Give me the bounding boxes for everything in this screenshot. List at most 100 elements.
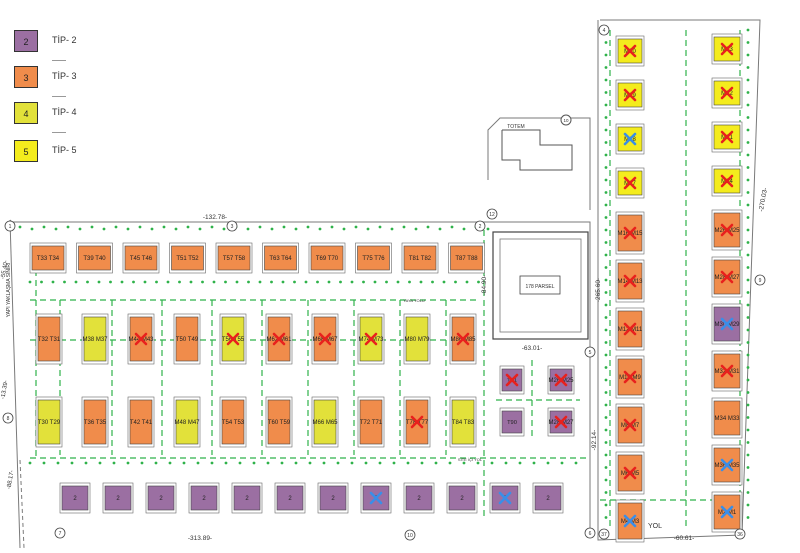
tree-dot bbox=[604, 166, 608, 169]
tree-dot bbox=[201, 280, 204, 284]
tree-dot bbox=[746, 378, 750, 382]
tree-dot bbox=[186, 225, 190, 229]
tree-dot bbox=[378, 461, 382, 465]
tree-dot bbox=[746, 391, 750, 394]
unit-mid-lower: T72 T71 bbox=[357, 396, 385, 448]
tree-dot bbox=[327, 280, 331, 284]
tree-dot bbox=[604, 378, 608, 382]
unit-bottom-row: 2 bbox=[317, 482, 349, 514]
unit-mid-lower: T78 T77 bbox=[403, 396, 431, 448]
unit-label: M66 M65 bbox=[312, 420, 338, 426]
corner-point-marker bbox=[734, 528, 746, 540]
unit-fill bbox=[171, 245, 204, 271]
dimension-left-top: -55.40- bbox=[0, 260, 9, 280]
red-cross-mark bbox=[410, 415, 424, 429]
unit-right-col-a: M17 bbox=[615, 167, 645, 199]
unit-label: T33 T34 bbox=[37, 256, 60, 262]
tree-dot bbox=[126, 461, 130, 465]
red-cross-mark bbox=[720, 86, 734, 100]
totem-label: TOTEM bbox=[507, 124, 524, 130]
corner-point-marker bbox=[754, 274, 766, 286]
unit-bottom-row: 2 bbox=[188, 482, 220, 514]
unit-label: T87 T88 bbox=[455, 256, 478, 262]
unit-label: T63 T64 bbox=[269, 256, 292, 262]
unit-fill bbox=[78, 245, 111, 271]
tree-dot bbox=[97, 280, 101, 284]
tree-dot bbox=[746, 228, 750, 232]
unit-mid-upper: M68 M67 bbox=[311, 313, 339, 365]
tree-dot bbox=[293, 280, 296, 284]
tree-dot bbox=[247, 280, 250, 284]
blue-cross-mark bbox=[623, 514, 637, 528]
tree-dot bbox=[63, 280, 66, 284]
tree-dot bbox=[84, 461, 88, 465]
unit-bottom-row: 2 bbox=[532, 482, 564, 514]
dimension-top: -132.78- bbox=[203, 214, 227, 221]
tree-dot bbox=[385, 280, 388, 284]
tree-dot bbox=[182, 461, 186, 465]
tree-dot bbox=[224, 280, 227, 284]
unit-right-col-a: M14 M13 bbox=[615, 259, 645, 303]
red-cross-mark bbox=[720, 270, 734, 284]
legend-swatch-type3: 3 bbox=[14, 66, 38, 88]
tree-dot bbox=[281, 280, 285, 284]
unit-right-col-b: M30 M29 bbox=[711, 303, 743, 345]
parcel-label: 178 PARSEL bbox=[525, 284, 554, 290]
corner-point-marker bbox=[486, 208, 498, 220]
corner-point-marker bbox=[4, 220, 16, 232]
legend-divider bbox=[52, 60, 66, 61]
tree-dot bbox=[746, 453, 750, 457]
blue-cross-mark bbox=[720, 458, 734, 472]
tree-dot bbox=[396, 280, 400, 284]
unit-fill bbox=[713, 494, 741, 530]
tree-dot bbox=[408, 280, 411, 284]
tree-dot bbox=[66, 225, 70, 229]
tree-dot bbox=[746, 91, 750, 94]
unit-fill bbox=[451, 399, 475, 445]
tree-dot bbox=[462, 461, 466, 465]
unit-label: T54 T53 bbox=[222, 420, 245, 426]
legend-item-type3: 3 TİP- 3 bbox=[6, 66, 106, 97]
road-label-inner: SİTE İÇİ YOL bbox=[458, 457, 483, 462]
unit-fill bbox=[175, 399, 199, 445]
unit-mid-upper: T32 T31 bbox=[35, 313, 63, 365]
tree-dot bbox=[746, 416, 750, 419]
tree-dot bbox=[42, 225, 46, 229]
red-cross-mark bbox=[505, 373, 519, 387]
unit-fill bbox=[276, 485, 304, 511]
unit-label: 2 bbox=[288, 496, 292, 502]
unit-label: T60 T59 bbox=[268, 420, 291, 426]
unit-fill bbox=[713, 400, 741, 436]
red-cross-mark bbox=[623, 418, 637, 432]
dimension-mid-right: -92.14- bbox=[591, 430, 598, 451]
tree-dot bbox=[322, 461, 326, 465]
tree-dot bbox=[532, 461, 536, 465]
tree-dot bbox=[477, 280, 480, 284]
unit-label: 2 bbox=[331, 496, 335, 502]
corner-point-marker bbox=[584, 346, 596, 358]
tree-dot bbox=[604, 116, 608, 119]
unit-label: T45 T46 bbox=[130, 256, 153, 262]
unit-bottom-row: 2 bbox=[231, 482, 263, 514]
unit-mid-lower: T30 T29 bbox=[35, 396, 63, 448]
tree-dot bbox=[224, 461, 228, 465]
tree-dot bbox=[746, 28, 750, 32]
unit-mid-lower: T42 T41 bbox=[127, 396, 155, 448]
tree-dot bbox=[246, 227, 250, 231]
unit-label: T51 T52 bbox=[176, 256, 199, 262]
unit-fill bbox=[175, 316, 199, 362]
legend-swatch-type2: 2 bbox=[14, 30, 38, 52]
tree-dot bbox=[126, 227, 130, 231]
tree-dot bbox=[462, 227, 466, 231]
corner-point-label: 36 bbox=[737, 532, 743, 538]
unit-label: 2 bbox=[546, 496, 550, 502]
tree-dot bbox=[258, 280, 262, 284]
tree-dot bbox=[212, 280, 216, 284]
tree-dot bbox=[604, 341, 608, 344]
tree-dot bbox=[518, 461, 522, 465]
unit-fill bbox=[83, 316, 107, 362]
tree-dot bbox=[74, 280, 78, 284]
tree-dot bbox=[155, 280, 158, 284]
red-cross-mark bbox=[456, 332, 470, 346]
